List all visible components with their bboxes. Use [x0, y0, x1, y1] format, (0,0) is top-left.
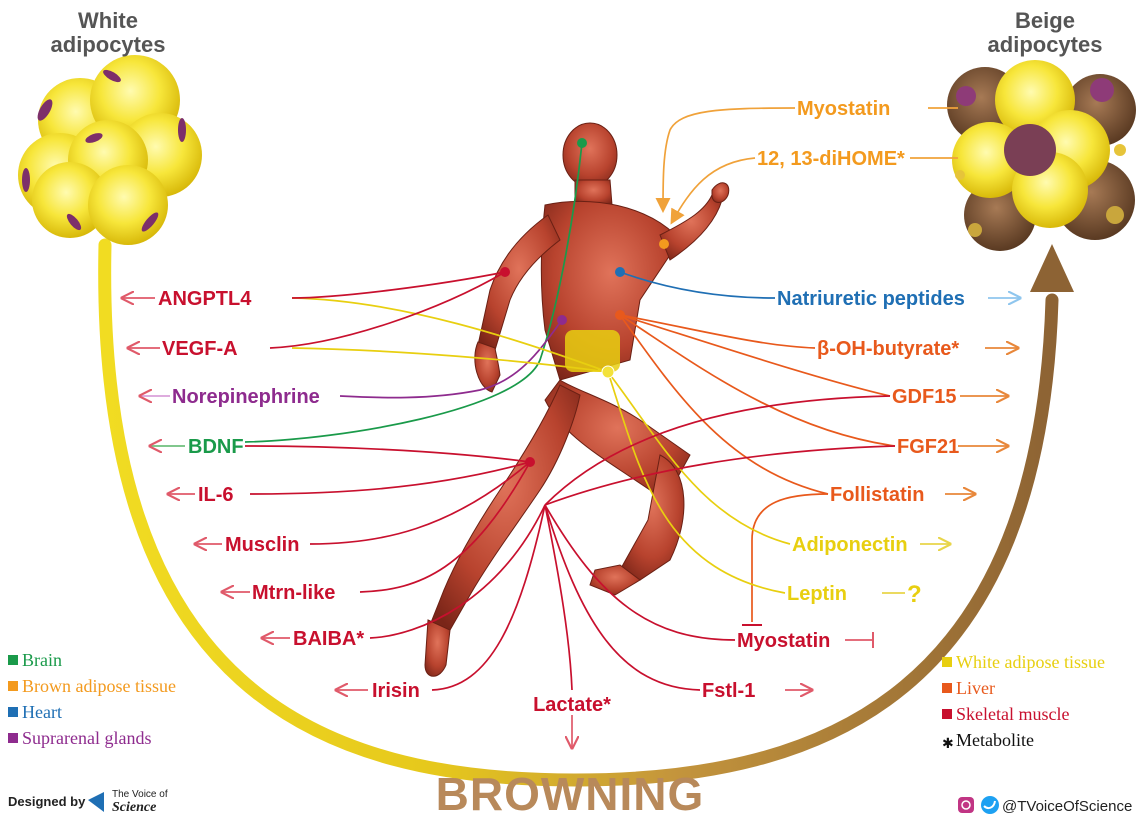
label-follistatin: Follistatin	[830, 484, 924, 506]
brain-dot	[577, 138, 587, 148]
liver-dot	[615, 310, 625, 320]
legend-label-heart: Heart	[22, 702, 62, 722]
social: @TVoiceOfScience	[958, 796, 1132, 815]
line-lactate	[545, 505, 572, 690]
social-handle[interactable]: @TVoiceOfScience	[1002, 798, 1132, 815]
label-adiponectin: Adiponectin	[792, 534, 908, 556]
label-myostatin-top: Myostatin	[797, 98, 890, 120]
credit-brand-line1: The Voice of	[112, 789, 168, 800]
white-adipocytes-cluster	[18, 55, 202, 245]
credit-brand-line2: Science	[112, 800, 156, 815]
label-lactate: Lactate*	[533, 694, 611, 716]
label-beta-oh: β-OH-butyrate*	[817, 338, 959, 360]
line-vegfa-muscle	[270, 272, 505, 348]
beige-adipocytes-cluster	[947, 60, 1136, 251]
legend-swatch-liver	[942, 683, 952, 693]
white-adipocytes-title-2: adipocytes	[51, 32, 166, 57]
legend-left: Brain Brown adipose tissue Heart Suprare…	[8, 650, 176, 748]
instagram-icon[interactable]	[958, 797, 974, 813]
label-fstl1: Fstl-1	[702, 680, 755, 702]
beige-adipocytes-title: Beige	[1015, 8, 1075, 33]
twitter-icon[interactable]	[981, 796, 999, 814]
legend-swatch-suprarenal	[8, 733, 18, 743]
bat-dot	[659, 239, 669, 249]
browning-title: BROWNING	[436, 768, 705, 816]
label-myostatin-bottom: Myostatin	[737, 630, 830, 652]
line-angptl4-muscle	[292, 272, 505, 298]
label-angptl4: ANGPTL4	[158, 288, 252, 310]
legend-label-metabolite: Metabolite	[956, 730, 1034, 750]
label-dihome: 12, 13-diHOME*	[757, 148, 905, 170]
legend-swatch-brain	[8, 655, 18, 665]
heart-dot	[615, 267, 625, 277]
label-irisin: Irisin	[372, 680, 420, 702]
beige-adipocytes-title-2: adipocytes	[988, 32, 1103, 57]
line-fgf21	[620, 315, 895, 446]
label-leptin: Leptin	[787, 583, 847, 605]
legend-label-suprarenal: Suprarenal glands	[22, 728, 151, 748]
legend-label-liver: Liver	[956, 678, 995, 698]
legend-swatch-brown-adipose	[8, 681, 18, 691]
label-fgf21: FGF21	[897, 436, 959, 458]
label-vegfa: VEGF-A	[162, 338, 238, 360]
muscle-dot-arm	[500, 267, 510, 277]
label-il6: IL-6	[198, 484, 234, 506]
credit-prefix: Designed by	[8, 794, 86, 809]
muscle-dot-leg	[525, 457, 535, 467]
legend-swatch-heart	[8, 707, 18, 717]
label-musclin: Musclin	[225, 534, 299, 556]
legend-asterisk-icon: ✱	[942, 736, 954, 752]
browning-arrowhead	[1030, 244, 1074, 292]
line-il6	[250, 462, 530, 494]
suprarenal-dot	[557, 315, 567, 325]
wat-dot	[602, 366, 614, 378]
line-beta-oh	[620, 315, 815, 348]
legend-right: White adipose tissue Liver Skeletal musc…	[942, 652, 1105, 752]
line-bdnf-muscle	[245, 446, 530, 462]
legend-swatch-white-adipose	[942, 657, 952, 667]
legend-label-brown-adipose: Brown adipose tissue	[22, 676, 176, 696]
label-natriuretic: Natriuretic peptides	[777, 288, 965, 310]
legend-label-skeletal-muscle: Skeletal muscle	[956, 704, 1069, 724]
label-bdnf: BDNF	[188, 436, 244, 458]
legend-label-white-adipose: White adipose tissue	[956, 652, 1105, 672]
credit: Designed by The Voice of Science	[8, 789, 168, 815]
label-norepinephrine: Norepinephrine	[172, 386, 320, 408]
legend-swatch-skeletal-muscle	[942, 709, 952, 719]
white-adipocytes-title: White	[78, 8, 138, 33]
label-leptin-question: ?	[907, 581, 922, 608]
label-gdf15: GDF15	[892, 386, 956, 408]
megaphone-icon	[88, 792, 104, 812]
label-baiba: BAIBA*	[293, 628, 364, 650]
line-norepinephrine	[340, 320, 562, 398]
legend-label-brain: Brain	[22, 650, 62, 670]
label-mtrn-like: Mtrn-like	[252, 582, 335, 604]
